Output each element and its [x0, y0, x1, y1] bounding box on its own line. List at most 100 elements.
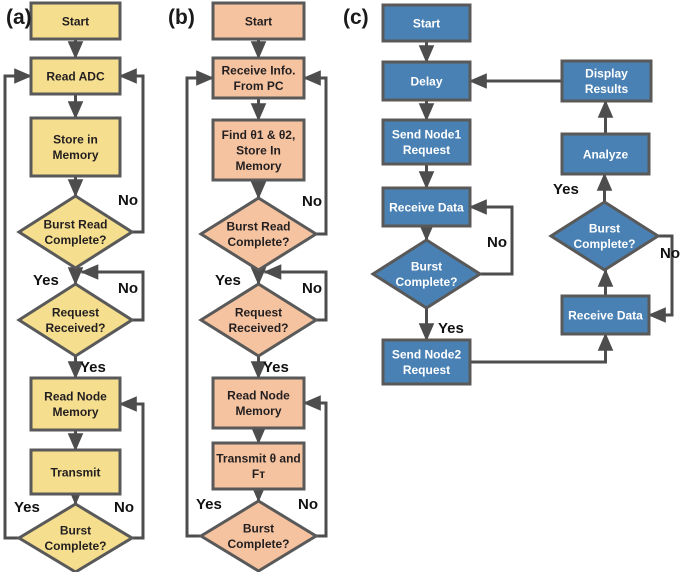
node-label: Request [403, 363, 450, 377]
node-label: Memory [235, 404, 281, 418]
node-label: Burst Read [43, 218, 107, 232]
edge-label-b-no-burst-read: No [302, 193, 322, 210]
node-label: Complete? [44, 539, 106, 553]
node-label: Complete? [227, 235, 289, 249]
edge-label-c-yes-burst-right: Yes [553, 181, 579, 198]
edge-label-a-yes-burst-read: Yes [33, 272, 59, 289]
b-burstread-no [302, 70, 328, 236]
panel-label-b: (b) [168, 6, 195, 29]
edge-label-c-no-burst-left: No [487, 234, 507, 251]
a-request-no [80, 264, 145, 322]
edge-label-b-yes-burst-read: Yes [215, 272, 241, 289]
node-label: Delay [410, 74, 442, 88]
edges-layer [3, 39, 674, 540]
node-c-delay[interactable]: Delay [381, 60, 472, 102]
edge-label-b-no-request: No [302, 280, 322, 297]
node-label: Transmit [50, 465, 100, 479]
panel-label-a: (a) [6, 6, 32, 29]
node-label: Request [52, 306, 99, 320]
node-c-receive-data-left[interactable]: Receive Data [381, 186, 472, 228]
node-label: Send Node2 [392, 348, 462, 362]
node-label: Results [585, 82, 629, 96]
node-label: Read Node [44, 390, 107, 404]
panel-label-c: (c) [343, 6, 369, 29]
node-label: Received? [45, 321, 105, 335]
node-label: Burst [411, 260, 442, 274]
a-burstread-no [118, 68, 145, 234]
node-label: Store In [236, 143, 281, 157]
node-label: Request [235, 306, 282, 320]
a-burstcomp-yes [3, 68, 33, 540]
node-label: Analyze [583, 147, 629, 161]
node-c-start[interactable]: Start [381, 3, 472, 43]
node-b-receive-info-from-pc[interactable]: Receive Info.From PC [211, 56, 306, 100]
edge-label-a-no-burst-complete: No [114, 499, 134, 516]
node-label: Memory [235, 159, 281, 173]
node-b-start[interactable]: Start [211, 1, 306, 41]
c-node2-recvR [470, 332, 614, 364]
b-burstcomp-no [302, 395, 328, 538]
edge-label-a-yes-burst-complete: Yes [14, 499, 40, 516]
node-label: Complete? [573, 237, 635, 251]
node-label: Receive Data [389, 200, 464, 214]
node-label: Burst [243, 522, 274, 536]
node-label: Store in [53, 133, 98, 147]
edge-label-c-yes-burst-left: Yes [438, 320, 464, 337]
node-a-transmit[interactable]: Transmit [29, 448, 122, 496]
node-label: Memory [52, 405, 98, 419]
node-label: Start [245, 14, 272, 28]
node-label: Read Node [227, 389, 290, 403]
node-label: Complete? [44, 233, 106, 247]
b-request-no [263, 264, 328, 322]
edge-label-b-no-burst-complete: No [298, 496, 318, 513]
edge-label-a-no-request: No [118, 280, 138, 297]
node-label: From PC [233, 79, 283, 93]
node-c-receive-data-right[interactable]: Receive Data [560, 294, 651, 336]
node-label: Complete? [227, 537, 289, 551]
b-burstcomp-yes [185, 70, 215, 538]
edge-label-c-no-burst-right: No [660, 245, 680, 262]
edge-label-b-yes-burst-complete: Yes [196, 496, 222, 513]
node-label: Burst Read [226, 220, 290, 234]
node-label: Request [403, 143, 450, 157]
node-label: Find θ1 & θ2, [222, 128, 296, 142]
node-label: Received? [228, 321, 288, 335]
node-c-analyze[interactable]: Analyze [560, 132, 651, 176]
node-label: Read ADC [46, 69, 105, 83]
node-label: Burst [589, 222, 620, 236]
edge-label-b-yes-request: Yes [263, 359, 289, 376]
node-b-find-theta-store[interactable]: Find θ1 & θ2,Store In Memory [211, 118, 306, 182]
edge-label-a-no-burst-read: No [118, 192, 138, 209]
node-label: Memory [52, 148, 98, 162]
node-a-start[interactable]: Start [29, 1, 122, 41]
node-label: Send Node1 [392, 128, 462, 142]
node-label: Receive Info. [221, 64, 295, 78]
node-label: Display [585, 67, 628, 81]
node-label: Transmit θ and [216, 452, 301, 466]
node-a-read-adc[interactable]: Read ADC [29, 56, 122, 96]
node-label: Fᴛ [252, 467, 265, 481]
node-label: Complete? [395, 275, 457, 289]
a-burstcomp-no [118, 396, 145, 540]
c-burstL-no [468, 199, 514, 276]
edge-label-a-yes-request: Yes [80, 359, 106, 376]
